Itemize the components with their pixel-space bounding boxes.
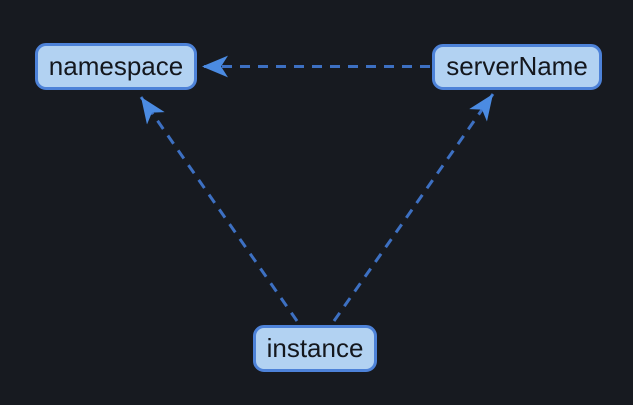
node-instance-label: instance <box>266 332 364 363</box>
node-namespace-label: namespace <box>48 50 184 81</box>
edge-instance-to-namespace <box>139 96 299 322</box>
node-namespace: namespace <box>35 43 197 90</box>
edge-instance-to-servername <box>332 93 495 322</box>
node-instance: instance <box>253 325 377 372</box>
node-servername-label: serverName <box>446 51 588 81</box>
node-servername: serverName <box>432 44 602 90</box>
